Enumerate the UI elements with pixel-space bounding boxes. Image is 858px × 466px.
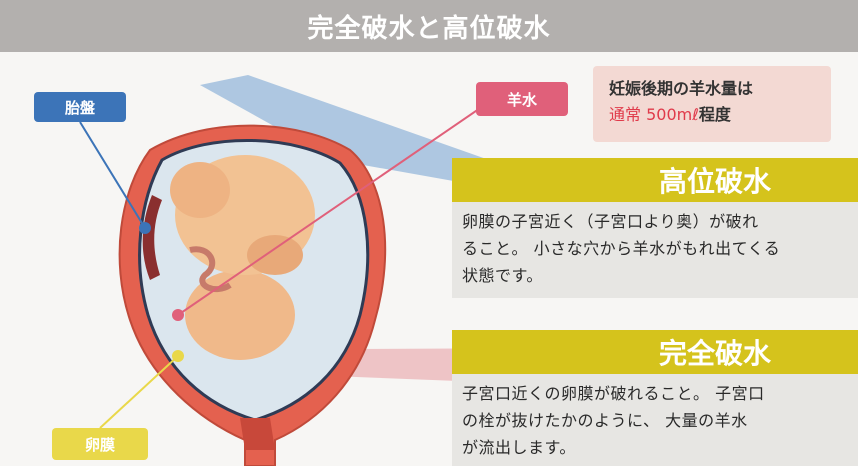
membrane-label: 卵膜 xyxy=(52,428,148,460)
amniotic-leader xyxy=(177,99,493,316)
amniotic-fluid-label: 羊水 xyxy=(476,82,568,116)
high-rupture-line-1: 卵膜の子宮近く（子宮口より奥）が破れ xyxy=(462,212,759,231)
high-rupture-line-3: 状態です。 xyxy=(462,266,543,285)
cervix xyxy=(240,418,275,450)
amniotic-marker xyxy=(172,309,184,321)
full-rupture-line-3: が流出します。 xyxy=(462,438,576,457)
high-rupture-panel: 高位破水 卵膜の子宮近く（子宮口より奥）が破れ ること。 小さな穴から羊水がもれ… xyxy=(452,158,858,298)
fetus-arm xyxy=(247,235,303,275)
membrane-leader xyxy=(99,355,179,429)
note-volume: 通常 500mℓ xyxy=(609,105,699,124)
fetus-knee xyxy=(170,162,230,218)
placenta-marker xyxy=(139,222,151,234)
full-rupture-panel: 完全破水 子宮口近くの卵膜が破れること。 子宮口 の栓が抜けたかのように、 大量… xyxy=(452,330,858,466)
full-rupture-heading: 完全破水 xyxy=(452,330,858,374)
high-rupture-description: 卵膜の子宮近く（子宮口より奥）が破れ ること。 小さな穴から羊水がもれ出てくる … xyxy=(452,202,858,289)
note-suffix: 程度 xyxy=(698,105,731,124)
placenta-label: 胎盤 xyxy=(34,92,126,122)
membrane-marker xyxy=(172,350,184,362)
placenta xyxy=(142,195,162,280)
amniotic-volume-note: 妊娠後期の羊水量は 通常 500mℓ程度 xyxy=(593,66,831,142)
note-line-1: 妊娠後期の羊水量は xyxy=(609,79,754,98)
placenta-leader xyxy=(79,121,146,229)
full-rupture-description: 子宮口近くの卵膜が破れること。 子宮口 の栓が抜けたかのように、 大量の羊水 が… xyxy=(452,374,858,461)
note-line-2: 通常 500mℓ程度 xyxy=(609,102,831,128)
high-rupture-line-2: ること。 小さな穴から羊水がもれ出てくる xyxy=(462,239,781,258)
full-rupture-line-2: の栓が抜けたかのように、 大量の羊水 xyxy=(462,411,748,430)
page-title: 完全破水と高位破水 xyxy=(0,0,858,52)
high-rupture-heading: 高位破水 xyxy=(452,158,858,202)
full-rupture-line-1: 子宮口近くの卵膜が破れること。 子宮口 xyxy=(462,384,765,403)
